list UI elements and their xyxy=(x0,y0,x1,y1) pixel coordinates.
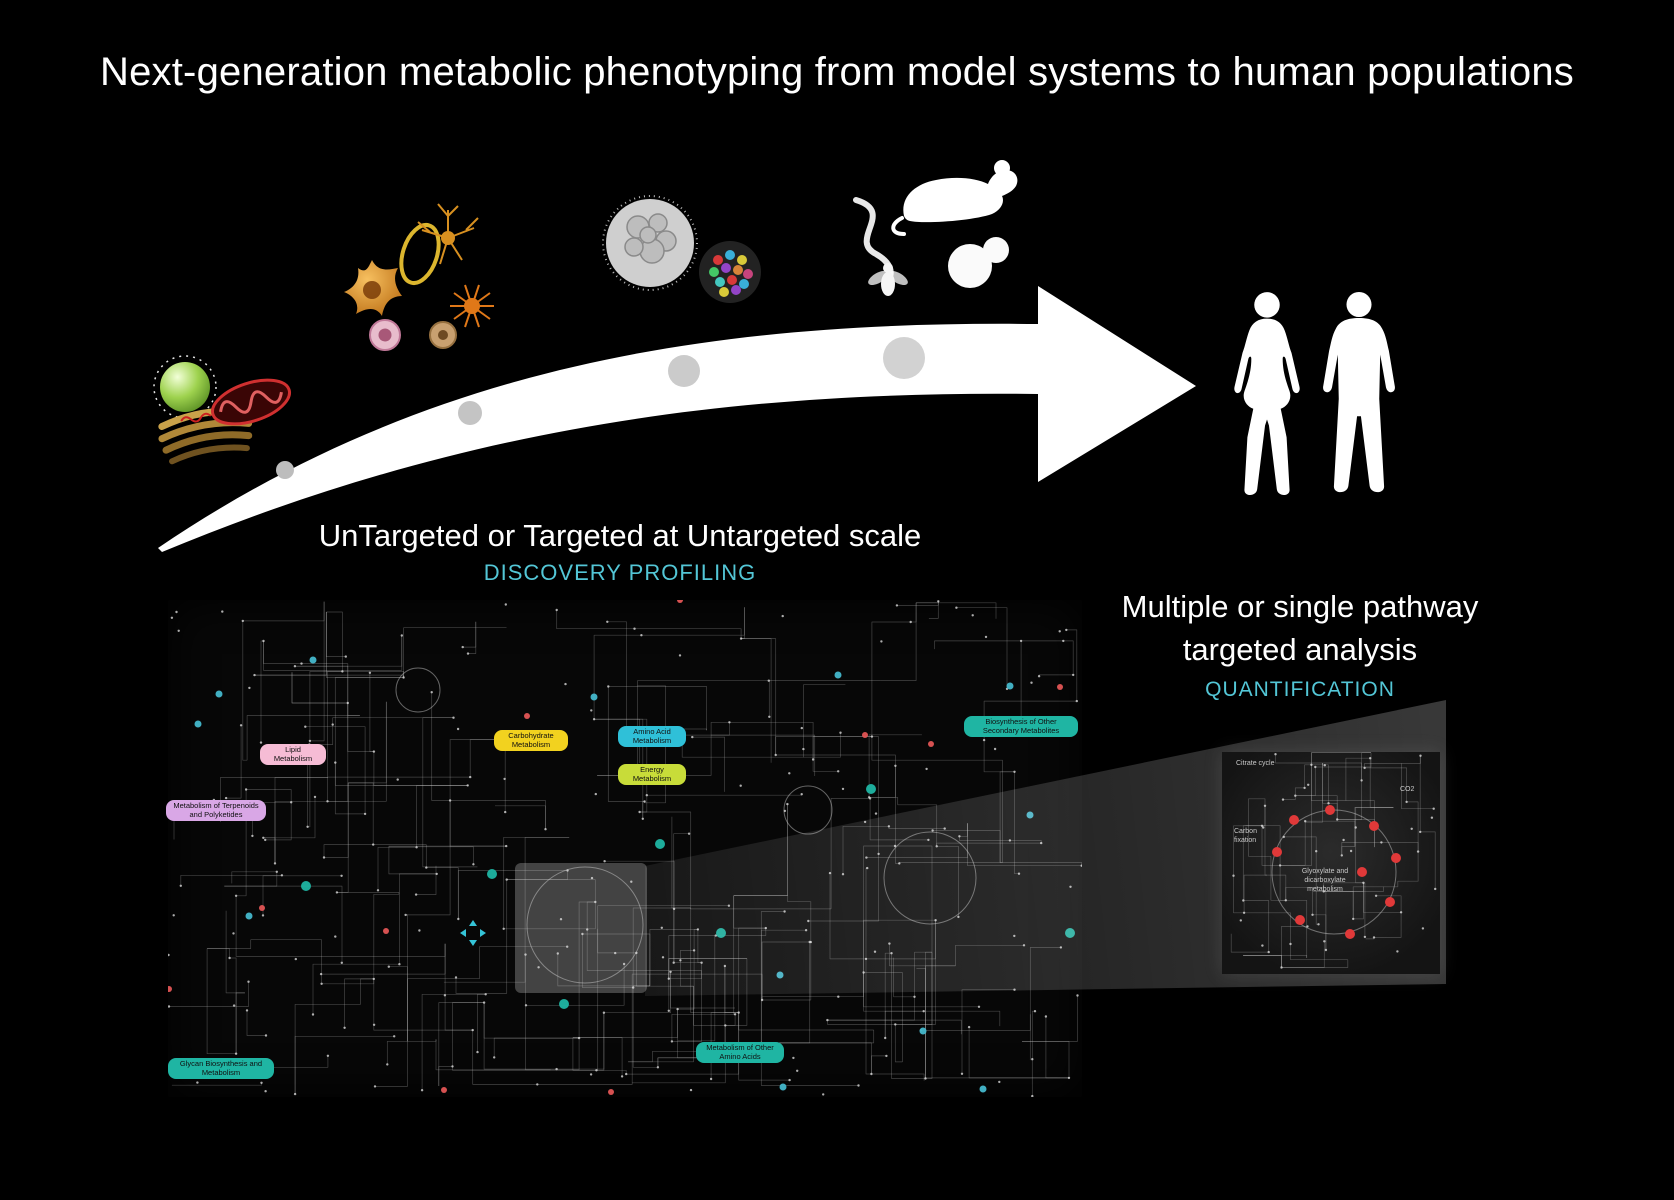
inset-label-carbon-fixation: Carbon fixation xyxy=(1234,828,1257,844)
targeted-heading-line2: targeted analysis xyxy=(1182,632,1418,668)
untargeted-heading: UnTargeted or Targeted at Untargeted sca… xyxy=(318,518,922,553)
map-label-amino-acid: Amino Acid Metabolism xyxy=(618,726,686,748)
discovery-profiling-label: DISCOVERY PROFILING xyxy=(483,560,757,585)
inset-label-glyoxylate: Glyoxylate and dicarboxylate metabolism xyxy=(1301,868,1349,893)
male-human-icon xyxy=(1323,291,1395,493)
arrow-shape xyxy=(158,286,1196,552)
map-label-glycan: Glycan Biosynthesis and Metabolism xyxy=(168,1058,274,1080)
organoid-icon xyxy=(602,195,698,291)
female-human-icon xyxy=(1234,292,1300,496)
zoom-source-highlight xyxy=(515,863,647,993)
figure-title: Next-generation metabolic phenotyping fr… xyxy=(100,50,1574,94)
pink-cell-icon xyxy=(369,319,401,351)
astrocyte-cell-icon xyxy=(344,260,402,316)
brown-cell-icon xyxy=(429,321,457,349)
green-cell-icon xyxy=(153,355,217,419)
zoomed-pathway-inset: Citrate cycle CO2 Carbon fixation Glyoxy… xyxy=(1222,752,1440,974)
metabolic-pathway-map: Metabolism of Terpenoids and Polyketides… xyxy=(166,600,1082,1097)
arrow-node-dot xyxy=(668,355,700,387)
map-label-lipid: Lipid Metabolism xyxy=(260,744,326,766)
map-label-carbohydrate: Carbohydrate Metabolism xyxy=(494,730,568,752)
spiky-neuron-icon xyxy=(450,284,494,328)
map-label-terpenoids: Metabolism of Terpenoids and Polyketides xyxy=(166,800,266,822)
mouse-icon xyxy=(891,160,1018,236)
inset-network xyxy=(1230,752,1437,969)
fly-icon xyxy=(868,263,908,296)
inset-label-co2: CO2 xyxy=(1400,786,1415,793)
embryo-outline-icon xyxy=(399,222,441,286)
targeted-heading: Multiple or single pathway targeted anal… xyxy=(1090,585,1510,672)
quantification-label: QUANTIFICATION xyxy=(1205,678,1395,701)
targeted-heading-line1: Multiple or single pathway xyxy=(1121,589,1479,624)
pathway-network xyxy=(168,600,1082,1097)
map-label-other-amino-acids: Metabolism of Other Amino Acids xyxy=(696,1042,784,1064)
inset-label-citrate-cycle: Citrate cycle xyxy=(1236,760,1275,767)
blue-arrows-marker-icon xyxy=(460,920,486,946)
map-label-secondary-metabolites: Biosynthesis of Other Secondary Metaboli… xyxy=(964,716,1078,738)
neuron-icon xyxy=(417,203,479,265)
multicolor-organoid-icon xyxy=(699,241,761,303)
mitochondrion-icon xyxy=(211,378,291,426)
arrow-node-dot xyxy=(276,461,294,479)
arrow-node-dot xyxy=(458,401,482,425)
yeast-icon xyxy=(948,237,1009,288)
arrow-node-dot xyxy=(883,337,925,379)
map-label-energy: Energy Metabolism xyxy=(618,764,686,786)
